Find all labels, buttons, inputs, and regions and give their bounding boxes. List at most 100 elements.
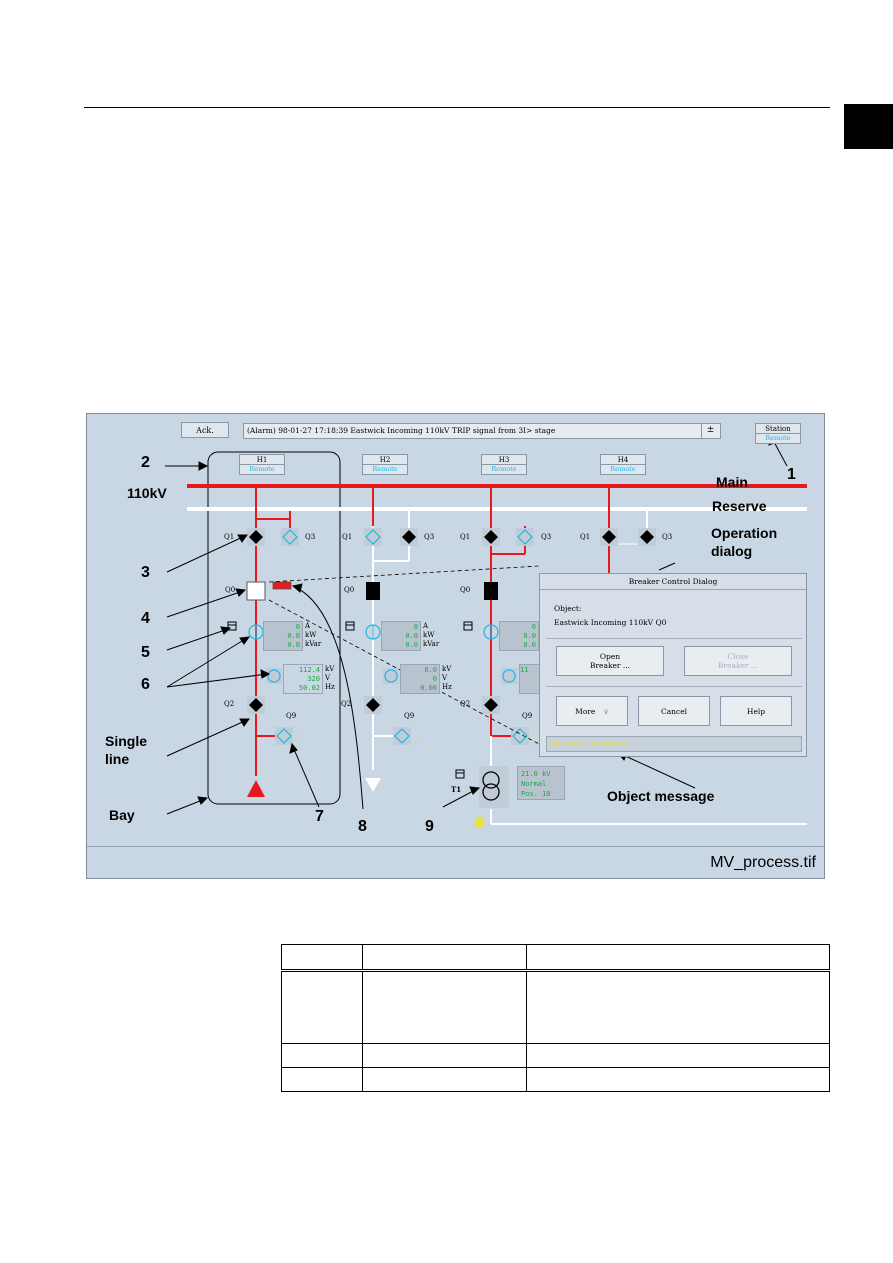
status-bar: MV_process.tif	[87, 846, 824, 878]
bay-state: Remote	[239, 465, 285, 475]
bay1-q0-breaker	[246, 581, 266, 601]
dialog-title: Breaker Control Dialog	[540, 574, 806, 590]
button-line: Close	[727, 652, 749, 661]
bay-state: Remote	[481, 465, 527, 475]
callout-4: 4	[141, 610, 150, 627]
q0-label: Q0	[344, 586, 355, 594]
t1-label: T1	[451, 785, 462, 794]
bay1-voltage-values: 112.4 320 50.02	[283, 664, 323, 694]
chevron-down-icon: ∨	[603, 706, 609, 716]
q2-label: Q2	[224, 700, 235, 708]
meas-value: 0.0	[405, 641, 418, 649]
bay-state: Remote	[600, 465, 646, 475]
table-row	[281, 1067, 830, 1092]
single-line-label: Single line	[105, 732, 147, 768]
meas-value: 0.0	[287, 641, 300, 649]
busbar-voltage-label: 110kV	[127, 485, 167, 501]
button-line: Breaker ...	[717, 661, 759, 670]
meas-value: 0	[432, 675, 437, 683]
tap-line: 21.0 kV	[521, 770, 551, 778]
q2-label: Q2	[460, 700, 471, 708]
bay1-voltage-units: kV V Hz	[325, 665, 335, 692]
t1-measurement: 21.0 kV Normal Pos. 10	[517, 766, 565, 800]
station-state: Remote	[755, 434, 801, 444]
bay-h2-header[interactable]: H2 Remote	[362, 454, 408, 476]
bay-h3-header[interactable]: H3 Remote	[481, 454, 527, 476]
q1-switches	[247, 528, 656, 546]
station-button[interactable]: Station Remote	[755, 423, 801, 445]
t1-transformer-icon	[482, 771, 500, 801]
station-label: Station	[755, 423, 801, 434]
meas-value: 0.0	[405, 632, 418, 640]
meas-unit: kW	[305, 631, 317, 639]
meas-unit: kV	[325, 665, 335, 673]
table-header-cell	[362, 944, 527, 972]
q1-label: Q1	[224, 533, 235, 541]
more-button[interactable]: More ∨	[556, 696, 628, 726]
bay2-current-values: 0 0.0 0.0	[381, 621, 421, 651]
help-button[interactable]: Help	[720, 696, 792, 726]
meas-value: 320	[307, 675, 320, 683]
alarm-text: (Alarm) 98-01-27 17:18:39 Eastwick Incom…	[247, 426, 556, 435]
callout-9: 9	[425, 818, 434, 835]
meas-unit: V	[442, 674, 448, 682]
more-label: More	[575, 706, 596, 716]
bay1-current-units: A kW kVar	[305, 622, 321, 649]
q3-label: Q3	[662, 533, 673, 541]
bay-state: Remote	[362, 465, 408, 475]
bay3-current-values: 0 0.0 0.0	[499, 621, 539, 651]
cancel-button[interactable]: Cancel	[638, 696, 710, 726]
bay-label: Bay	[109, 807, 135, 823]
bay-outline	[207, 451, 341, 805]
q9-label: Q9	[522, 712, 533, 720]
tap-line: Pos. 10	[521, 790, 551, 798]
bay-name: H1	[239, 454, 285, 465]
bay2-q0-breaker	[366, 582, 380, 600]
object-message-label: Object message	[607, 788, 715, 804]
svg-text:⏚: ⏚	[295, 734, 301, 741]
callout-line: Operation	[711, 525, 778, 541]
q3-label: Q3	[305, 533, 316, 541]
reserve-busbar-label: Reserve	[712, 498, 767, 514]
svg-text:⏚: ⏚	[531, 734, 537, 741]
meas-unit: Hz	[325, 683, 335, 691]
button-line: Breaker ...	[589, 661, 631, 670]
chapter-tab	[844, 104, 893, 149]
meas-unit: kVar	[423, 640, 440, 648]
callout-6: 6	[141, 676, 150, 693]
measurement-icons	[227, 621, 473, 779]
table-header-cell	[281, 944, 363, 972]
callout-2: 2	[141, 454, 150, 471]
meas-value: 0.0	[287, 632, 300, 640]
callout-1: 1	[787, 466, 796, 483]
meas-value: 112.4	[298, 666, 320, 674]
alarm-scroll-button[interactable]: ±	[701, 424, 719, 438]
q3-label: Q3	[541, 533, 552, 541]
main-busbar-label: Main	[716, 474, 748, 490]
callout-8: 8	[358, 818, 367, 835]
table-row	[281, 970, 830, 1044]
operation-dialog-label: Operation dialog	[711, 524, 777, 560]
tap-line: Normal	[521, 780, 547, 788]
callout-line: dialog	[711, 543, 753, 559]
meas-unit: kVar	[305, 640, 322, 648]
meas-value: 0	[295, 623, 300, 631]
bay-h4-header[interactable]: H4 Remote	[600, 454, 646, 476]
acknowledge-button[interactable]: Ack.	[181, 422, 229, 438]
table-row	[281, 1043, 830, 1068]
alarm-line[interactable]: (Alarm) 98-01-27 17:18:39 Eastwick Incom…	[243, 423, 721, 439]
object-label: Object:	[554, 604, 582, 613]
reserve-busbar	[187, 507, 807, 511]
t1-warning-icon	[475, 818, 483, 828]
q2-label: Q2	[341, 700, 352, 708]
voltage-transformers	[266, 668, 517, 684]
filename-label: MV_process.tif	[710, 854, 816, 871]
bay-h1-header[interactable]: H1 Remote	[239, 454, 285, 476]
meas-unit: Hz	[442, 683, 452, 691]
callout-5: 5	[141, 644, 150, 661]
bay-name: H3	[481, 454, 527, 465]
bay-name: H2	[362, 454, 408, 465]
meas-value: 11	[520, 666, 529, 674]
